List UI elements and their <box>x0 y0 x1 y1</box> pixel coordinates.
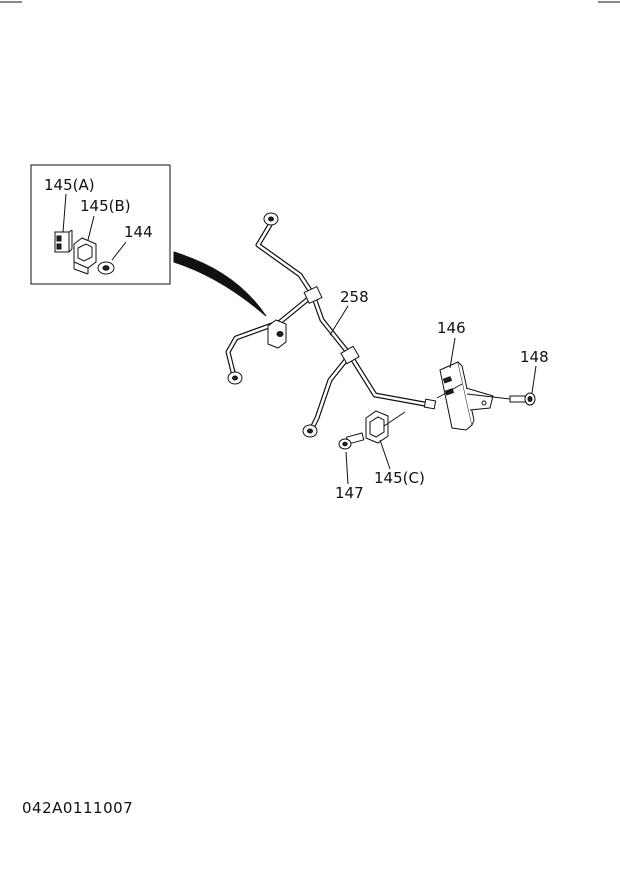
junction-lower <box>340 345 360 365</box>
detail-inset: 145(A) 145(B) 144 <box>30 164 171 285</box>
inset-frame <box>30 164 171 285</box>
leader-146-to-pipe <box>436 383 463 399</box>
pipe-end-right <box>423 398 437 410</box>
eye-fitting-left <box>227 371 243 385</box>
junction-upper <box>303 285 323 305</box>
leader-148 <box>531 365 537 394</box>
clamp-145c-part <box>365 410 406 444</box>
drawing-code: 042A0111007 <box>22 799 133 817</box>
leader-147 <box>345 451 349 485</box>
leader-148-axis <box>466 393 511 400</box>
nut-144-part <box>97 261 115 275</box>
bolt-147-part <box>338 432 365 450</box>
leader-144 <box>111 241 127 261</box>
label-258: 258 <box>340 288 369 306</box>
label-147: 147 <box>335 484 364 502</box>
label-145b: 145(B) <box>80 197 131 215</box>
leader-258 <box>329 305 349 336</box>
pipe-assembly <box>225 212 437 438</box>
leader-145b <box>87 215 95 241</box>
label-144: 144 <box>124 223 153 241</box>
label-146: 146 <box>437 319 466 337</box>
eye-fitting-top <box>263 212 279 226</box>
label-148: 148 <box>520 348 549 366</box>
leader-145c <box>379 439 391 470</box>
clamp-on-pipe <box>267 319 287 349</box>
label-145c: 145(C) <box>374 469 425 487</box>
label-145a: 145(A) <box>44 176 95 194</box>
clamp-145b-part <box>73 237 97 275</box>
bolt-148-part <box>509 392 536 406</box>
clamp-145a-part <box>54 229 73 253</box>
leader-145a <box>62 193 67 233</box>
leader-146 <box>449 337 456 369</box>
detail-callout-arrow <box>173 251 267 317</box>
eye-fitting-bottom <box>302 424 318 438</box>
